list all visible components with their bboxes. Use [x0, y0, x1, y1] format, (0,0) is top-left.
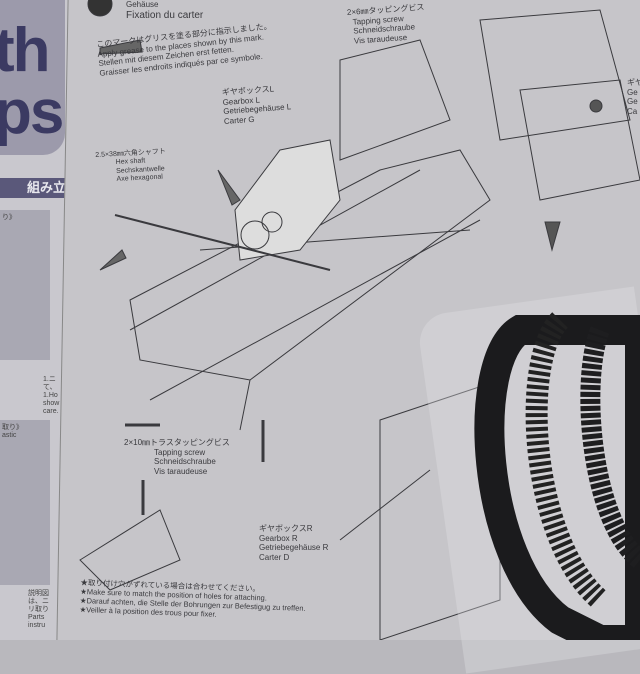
photo-panel [0, 420, 50, 585]
gearbox-plate [519, 79, 640, 201]
hex-shaft [114, 214, 331, 271]
gearbox-l [234, 139, 341, 261]
assembly-illustration [79, 0, 640, 640]
rubber-tracks [474, 312, 640, 640]
arrow-down-icon [544, 221, 561, 252]
title-fragment: th [0, 16, 51, 85]
chassis-frame [129, 149, 491, 381]
panel-label: 取り》astic [2, 424, 23, 440]
photo-panel [0, 210, 50, 360]
grease-mark-icon [217, 169, 241, 206]
title-fragment: ps [0, 78, 64, 147]
gearbox-detail [479, 9, 631, 141]
section-bar: 組み立 [0, 178, 70, 198]
title-background [0, 0, 65, 155]
step-number-badge [87, 0, 113, 17]
rail [339, 39, 451, 161]
gearbox-r-detail [79, 509, 181, 591]
grease-mark-icon [99, 249, 127, 271]
gearbox-r [379, 379, 501, 640]
panel-label: り》 [2, 214, 16, 221]
grease-mark-icon [99, 39, 143, 55]
